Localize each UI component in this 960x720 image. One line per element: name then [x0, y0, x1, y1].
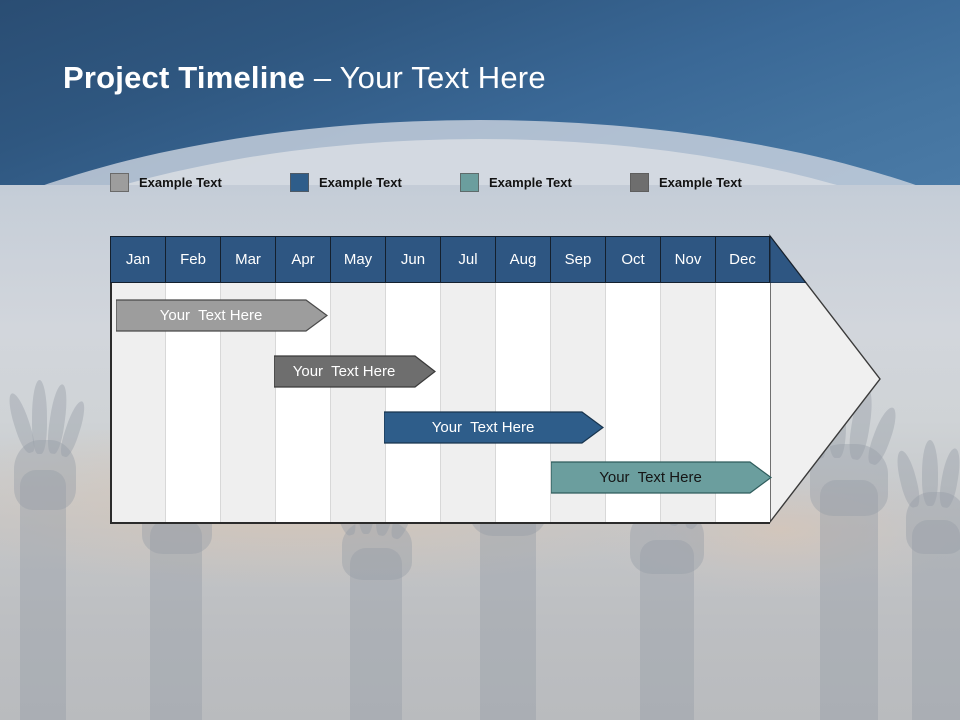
title-banner — [0, 0, 960, 185]
page-title-light: – Your Text Here — [305, 60, 546, 95]
task-bar-4-shape — [551, 461, 772, 494]
legend: Example Text Example Text Example Text E… — [110, 170, 810, 194]
month-cell-aug[interactable]: Aug — [495, 236, 550, 283]
chart-left-border — [110, 283, 112, 522]
month-cell-sep[interactable]: Sep — [550, 236, 605, 283]
task-bar-1-label: Your Text Here — [159, 307, 263, 324]
month-cell-jul[interactable]: Jul — [440, 236, 495, 283]
legend-swatch-icon — [460, 172, 479, 192]
legend-item[interactable]: Example Text — [460, 170, 572, 194]
task-bar-4[interactable]: Your Text Here — [551, 459, 772, 496]
page-title: Project Timeline – Your Text Here — [63, 60, 546, 96]
task-bar-3-shape — [384, 411, 604, 444]
task-bar-3-label: Your Text Here — [431, 419, 535, 436]
legend-item-label: Example Text — [659, 174, 742, 190]
legend-item[interactable]: Example Text — [290, 170, 402, 194]
month-cell-mar[interactable]: Mar — [220, 236, 275, 283]
task-bar-4-label: Your Text Here — [599, 469, 702, 486]
task-bar-2-shape — [274, 355, 436, 388]
task-bar-1[interactable]: Your Text Here — [116, 297, 328, 334]
timeline-arrow-head — [769, 233, 881, 525]
legend-swatch-icon — [630, 172, 649, 192]
legend-item[interactable]: Example Text — [630, 170, 742, 194]
month-cell-may[interactable]: May — [330, 236, 385, 283]
month-cell-oct[interactable]: Oct — [605, 236, 660, 283]
header-arrow-wedge — [770, 236, 807, 283]
task-bar-3[interactable]: Your Text Here — [384, 409, 604, 446]
legend-item-label: Example Text — [139, 174, 222, 190]
column-may — [330, 283, 385, 522]
legend-item-label: Example Text — [319, 174, 402, 190]
legend-swatch-icon — [110, 172, 129, 192]
legend-swatch-icon — [290, 172, 309, 192]
month-cell-feb[interactable]: Feb — [165, 236, 220, 283]
legend-item-label: Example Text — [489, 174, 572, 190]
month-cell-apr[interactable]: Apr — [275, 236, 330, 283]
task-bar-2[interactable]: Your Text Here — [274, 353, 436, 390]
month-cell-jan[interactable]: Jan — [110, 236, 165, 283]
task-bar-1-shape — [116, 299, 328, 332]
legend-item[interactable]: Example Text — [110, 170, 222, 194]
gantt-chart: Jan Feb Mar Apr May Jun Jul Aug Sep Oct … — [110, 233, 881, 525]
month-cell-nov[interactable]: Nov — [660, 236, 715, 283]
column-jul — [440, 283, 495, 522]
month-cell-jun[interactable]: Jun — [385, 236, 440, 283]
month-header-row: Jan Feb Mar Apr May Jun Jul Aug Sep Oct … — [110, 236, 770, 283]
month-cell-dec[interactable]: Dec — [715, 236, 770, 283]
task-bar-2-label: Your Text Here — [292, 363, 396, 380]
page-title-strong: Project Timeline — [63, 60, 306, 95]
column-jun — [385, 283, 440, 522]
column-aug — [495, 283, 550, 522]
timeline-arrow-shape — [769, 233, 881, 525]
